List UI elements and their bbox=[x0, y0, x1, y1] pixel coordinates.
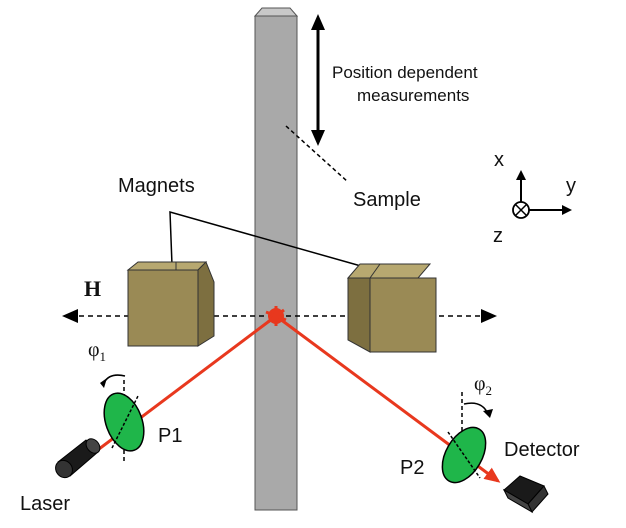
laser-device bbox=[55, 438, 101, 479]
field-arrow-left bbox=[62, 309, 78, 323]
reflection-spot bbox=[265, 306, 287, 326]
p1-label: P1 bbox=[158, 425, 182, 447]
magnet-left bbox=[126, 261, 215, 347]
position-label-line2: measurements bbox=[357, 86, 469, 105]
phi2-label: φ2 bbox=[474, 373, 492, 398]
magnets-leader-line bbox=[169, 210, 369, 269]
field-arrow-right bbox=[481, 309, 497, 323]
position-label-line1: Position dependent bbox=[332, 63, 478, 82]
p1-polarizer bbox=[103, 392, 145, 452]
field-label: H bbox=[84, 276, 101, 301]
p2-polarizer bbox=[441, 426, 487, 484]
axis-x-label: x bbox=[494, 149, 504, 171]
axis-y-label: y bbox=[566, 175, 576, 197]
magnets-label: Magnets bbox=[118, 175, 195, 197]
coordinate-axes bbox=[512, 170, 572, 219]
phi1-label: φ1 bbox=[88, 339, 106, 364]
detector-device bbox=[502, 475, 549, 514]
phi1-arc-head bbox=[100, 378, 107, 388]
magnet-right bbox=[346, 263, 437, 353]
detector-label: Detector bbox=[504, 439, 580, 461]
laser-label: Laser bbox=[20, 493, 70, 515]
sample-label: Sample bbox=[353, 189, 421, 211]
p2-label: P2 bbox=[400, 457, 424, 479]
phi2-arc-head bbox=[483, 409, 493, 418]
position-arrow bbox=[311, 14, 325, 146]
axis-z-label: z bbox=[493, 225, 503, 247]
sample-bar bbox=[253, 7, 299, 511]
